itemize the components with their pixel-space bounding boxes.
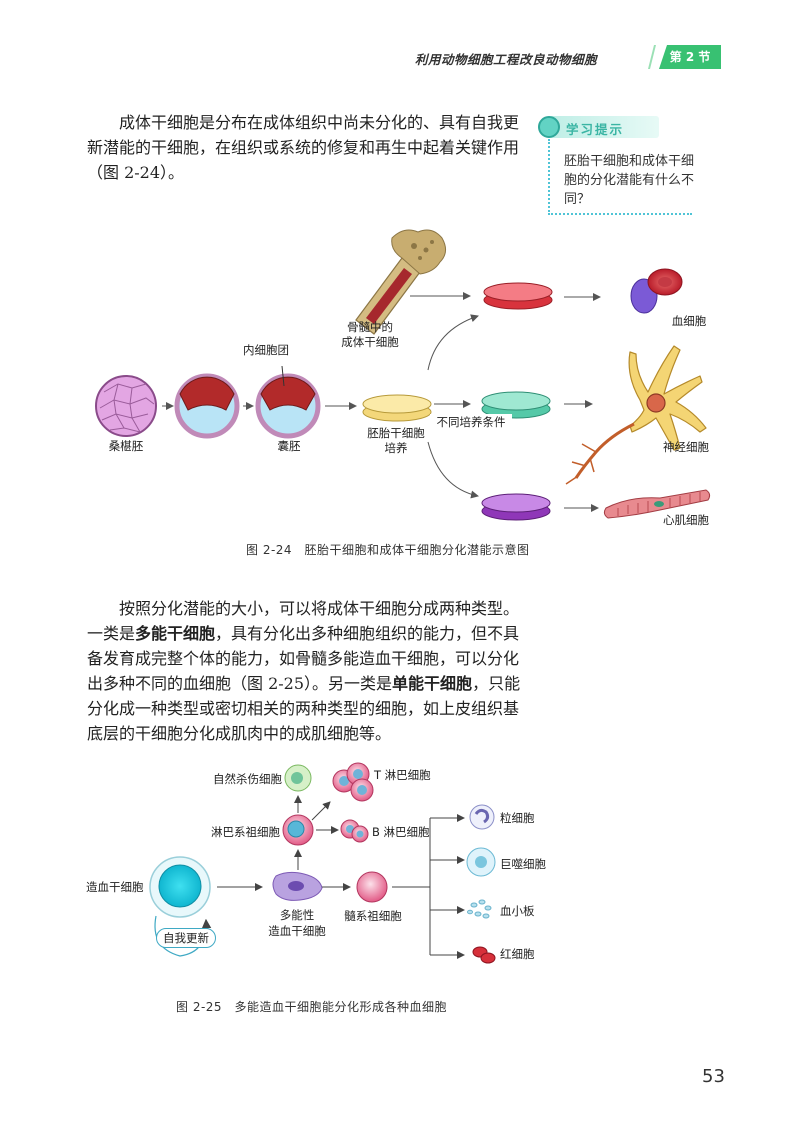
label-bone-marrow-line2: 成体干细胞 [341,335,399,349]
blood-cell-illustration [630,268,683,314]
label-inner-cell-mass: 内细胞团 [243,343,289,357]
label-blastocyst: 囊胚 [277,439,301,453]
lymphoid-progenitor-illustration [282,814,314,846]
paragraph-text: 按照分化潜能的大小，可以将成体干细胞分成两种类型。一类是 [87,599,520,643]
granulocyte-illustration [469,804,495,830]
term-unipotent-stem-cell: 单能干细胞 [392,674,473,693]
label-hsc: 造血干细胞 [86,880,144,894]
b-cell-illustration [340,819,369,843]
nk-cell-illustration [284,764,312,792]
hsc-cell-illustration [149,856,211,918]
multipotent-hsc-illustration [272,871,323,901]
label-morula: 桑椹胚 [108,439,144,453]
blood-culture-dish [483,282,553,310]
neuron-illustration [565,345,707,485]
label-lymphoid-progenitor: 淋巴系祖细胞 [211,825,280,839]
figure-2-25 [149,762,496,964]
figure-2-24 [95,229,711,521]
label-multipotent-line1: 多能性 [279,908,315,922]
red-blood-cell-illustration [472,946,496,964]
cardiac-cell-illustration [603,489,711,519]
label-macrophage: 巨噬细胞 [500,857,546,871]
paragraph-adult-stem-cells: 成体干细胞是分布在成体组织中尚未分化的、具有自我更新潜能的干细胞，在组织或系统的… [87,113,520,182]
early-blastocyst-illustration [174,373,240,439]
lightbulb-icon [538,116,560,138]
label-cardiac-cell: 心肌细胞 [663,513,709,527]
paragraph-text: ，具有分化出多种细胞组织的能力，但不具备发育成完整个体的能力，如骨髓多能造血干细… [87,624,520,693]
label-multipotent-hsc: 多能性 造血干细胞 [262,907,332,939]
blastocyst-illustration [255,373,321,439]
tip-heading-bar [549,116,659,138]
myeloid-progenitor-illustration [356,871,388,903]
figure-2-25-caption: 图 2-25 多能造血干细胞能分化形成各种血细胞 [176,1000,448,1014]
macrophage-illustration [466,847,496,877]
tip-box [548,139,692,215]
label-nerve-cell: 神经细胞 [663,440,709,454]
tip-text: 胚胎干细胞和成体干细胞的分化潜能有什么不同？ [564,154,695,207]
label-culture-conditions: 不同培养条件 [430,414,512,430]
term-multipotent-stem-cell: 多能干细胞 [135,624,216,643]
label-esc-culture: 胚胎干细胞 培养 [356,426,436,456]
figure-2-24-caption: 图 2-24 胚胎干细胞和成体干细胞分化潜能示意图 [246,543,530,557]
esc-culture-dish [362,394,432,422]
label-bone-marrow: 骨髓中的 成体干细胞 [330,320,410,350]
label-blood-cell: 血细胞 [671,314,707,328]
page-number: 53 [702,1066,725,1087]
paragraph-stem-cell-types: 按照分化潜能的大小，可以将成体干细胞分成两种类型。一类是多能干细胞，具有分化出多… [87,596,527,746]
paragraph-text: ，只能分化成一种类型或密切相关的两种类型的细胞，如上皮组织基底层的干细胞分化成肌… [87,674,521,743]
label-bone-marrow-line1: 骨髓中的 [347,320,393,334]
nerve-culture-dish [481,391,551,419]
label-b-cell: B 淋巴细胞 [372,825,430,839]
label-nk-cell: 自然杀伤细胞 [213,772,282,786]
label-multipotent-line2: 造血干细胞 [268,924,326,938]
arrow [311,801,331,821]
section-badge: 第 2 节 [659,45,721,69]
tip-heading: 学习提示 [566,122,625,137]
platelet-illustration [467,899,492,919]
branch-lines [392,817,462,956]
bone-illustration [355,229,446,335]
label-t-cell: T 淋巴细胞 [374,768,431,782]
label-self-renewal: 自我更新 [156,928,216,948]
section-title: 利用动物细胞工程改良动物细胞 [415,52,598,67]
label-esc-culture-line2: 培养 [384,441,408,455]
arrow [427,314,479,371]
t-cell-illustration [332,762,374,802]
label-rbc: 红细胞 [500,947,535,961]
label-platelet: 血小板 [500,904,535,918]
leader-line [281,365,285,387]
label-granulocyte: 粒细胞 [500,811,535,825]
label-myeloid-progenitor: 髓系祖细胞 [344,909,402,923]
header-stripe [648,45,656,69]
cardiac-culture-dish [481,493,551,521]
morula-illustration [95,375,157,437]
label-esc-culture-line1: 胚胎干细胞 [367,426,425,440]
arrow [427,441,479,499]
